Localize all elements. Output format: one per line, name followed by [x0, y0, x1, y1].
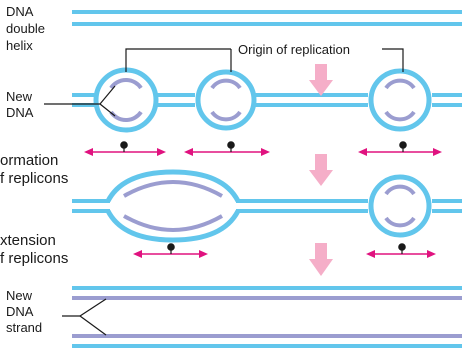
replication-bubble-right-r3: [368, 174, 432, 238]
origin-leader-lines: [125, 48, 404, 72]
replication-bubbles-row: [72, 67, 462, 133]
dna-double-helix: [72, 10, 462, 26]
label-formation-line2: f replicons: [0, 170, 68, 187]
label-formation-of-replicons: ormation f replicons: [0, 152, 68, 187]
replicon-arrow-3: [358, 148, 442, 156]
label-strand-line1: New: [6, 288, 33, 303]
label-dna-double-helix: DNA double helix: [6, 4, 49, 53]
daughter-duplexes: [72, 286, 462, 348]
merged-replication-bubble: [105, 169, 241, 243]
label-extension-line2: f replicons: [0, 250, 68, 267]
origin-markers-row1: [120, 141, 407, 152]
replicon-arrows-row2: [133, 250, 436, 258]
label-new-dna-line2: DNA: [6, 105, 34, 120]
label-new-dna-line1: New: [6, 89, 33, 104]
label-new-dna-strand: New DNA strand: [6, 288, 42, 335]
step-arrow-3: [309, 243, 333, 276]
replication-bubble-2: [195, 69, 257, 131]
label-origin-of-replication: Origin of replication: [238, 42, 350, 57]
replicon-arrow-r3-2: [366, 250, 436, 258]
label-dna-line2: double: [6, 21, 45, 36]
replicon-arrows-row1: [84, 148, 442, 156]
replication-bubble-1: [93, 67, 159, 133]
new-dna-leader-lines: [44, 85, 116, 117]
replicon-arrow-2: [184, 148, 270, 156]
step-arrow-1: [309, 64, 333, 96]
label-new-dna: New DNA: [6, 89, 36, 120]
replication-bubble-3: [368, 68, 432, 132]
label-dna-line3: helix: [6, 38, 33, 53]
extended-replicons-row: [72, 169, 462, 243]
label-extension-line1: xtension: [0, 232, 56, 249]
label-formation-line1: ormation: [0, 152, 58, 169]
step-arrow-2: [309, 154, 333, 186]
label-extension-of-replicons: xtension f replicons: [0, 232, 68, 267]
label-dna-line1: DNA: [6, 4, 34, 19]
origin-markers-row2: [167, 243, 406, 254]
label-strand-line3: strand: [6, 320, 42, 335]
replicon-arrow-1: [84, 148, 166, 156]
new-dna-strand-leader-lines: [62, 298, 107, 336]
label-strand-line2: DNA: [6, 304, 34, 319]
